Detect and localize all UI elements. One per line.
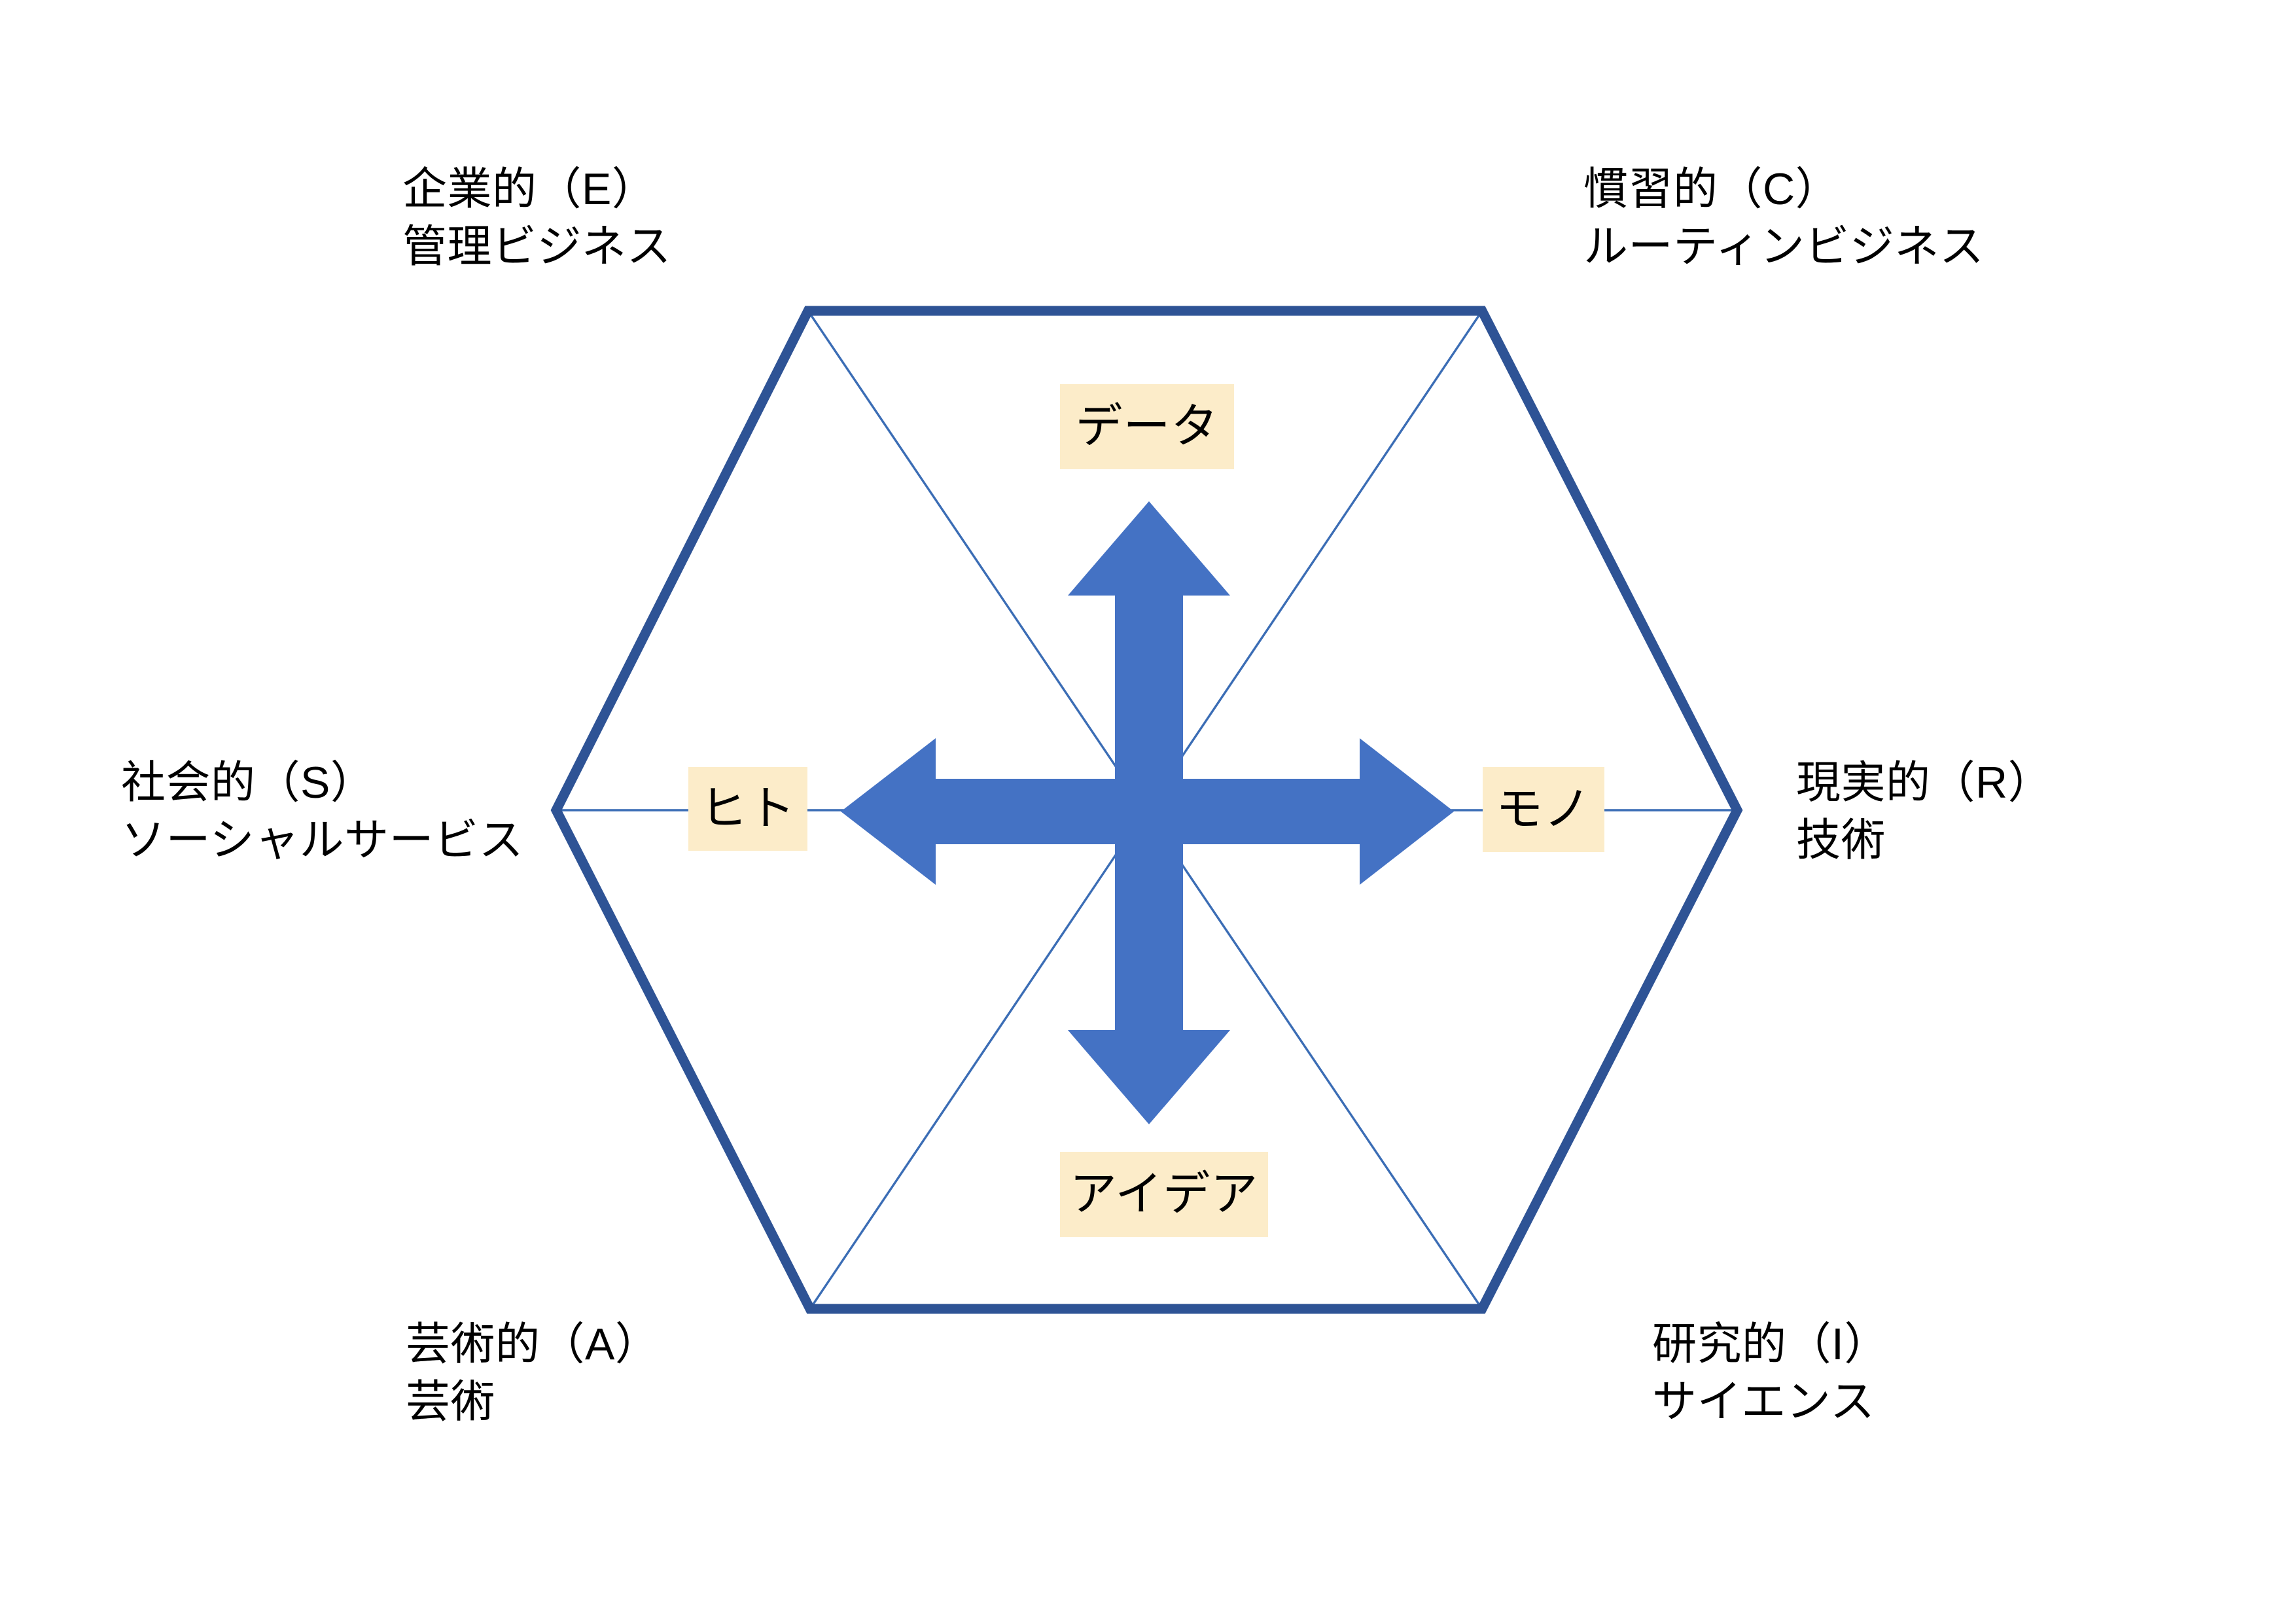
- corner-label-investigative: 研究的（I） サイエンス: [1652, 1315, 1889, 1431]
- corner-label-social: 社会的（S） ソーシャルサービス: [121, 754, 523, 870]
- corner-type-enterprising: 企業的（E）: [402, 164, 657, 214]
- axis-chip-things: モノ: [1483, 767, 1604, 852]
- corner-label-enterprising: 企業的（E） 管理ビジネス: [402, 160, 671, 276]
- arrow-right-things: [1186, 738, 1454, 885]
- corner-label-artistic: 芸術的（A） 芸術: [406, 1315, 660, 1431]
- four-way-arrow-cross: [841, 501, 1454, 1124]
- corner-field-conventional: ルーティンビジネス: [1583, 222, 1985, 272]
- corner-type-conventional: 慣習的（C）: [1583, 164, 1841, 214]
- corner-type-social: 社会的（S）: [121, 758, 376, 808]
- axis-chip-people: ヒト: [688, 767, 807, 851]
- corner-field-enterprising: 管理ビジネス: [402, 222, 672, 272]
- arrow-up-data: [1068, 501, 1230, 771]
- arrow-down-idea: [1068, 851, 1230, 1124]
- corner-field-realistic: 技術: [1796, 815, 1886, 866]
- corner-field-artistic: 芸術: [406, 1377, 496, 1427]
- corner-type-investigative: 研究的（I）: [1652, 1319, 1889, 1369]
- corner-type-realistic: 現実的（R）: [1796, 758, 2053, 808]
- axis-chip-ideas: アイデア: [1060, 1152, 1268, 1237]
- corner-field-social: ソーシャルサービス: [121, 815, 524, 866]
- corner-label-conventional: 慣習的（C） ルーティンビジネス: [1583, 160, 1984, 276]
- hexagon-outline: [550, 306, 1743, 1314]
- corner-label-realistic: 現実的（R） 技術: [1796, 754, 2053, 870]
- axis-chip-data: データ: [1060, 384, 1234, 469]
- arrow-center-junction-horizontal: [1111, 779, 1187, 844]
- corner-type-artistic: 芸術的（A）: [406, 1319, 660, 1369]
- arrow-left-people: [841, 738, 1112, 885]
- corner-field-investigative: サイエンス: [1652, 1377, 1875, 1427]
